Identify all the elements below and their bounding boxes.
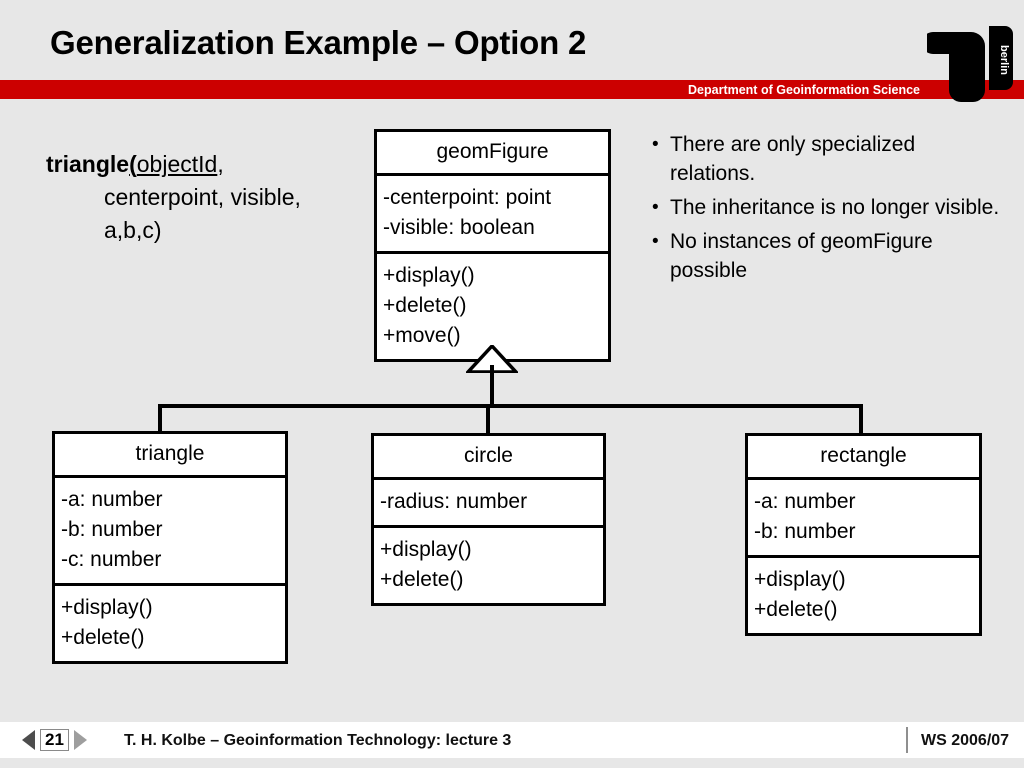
list-item: • No instances of geomFigure possible bbox=[652, 227, 1002, 285]
uml-operations: +display() +delete() +move() bbox=[377, 254, 608, 359]
bullet-icon: • bbox=[652, 231, 659, 252]
instance-objectid: objectId bbox=[136, 151, 218, 177]
uml-operations: +display() +delete() bbox=[374, 528, 603, 603]
uml-class-name: geomFigure bbox=[436, 140, 549, 163]
list-item: • There are only specialized relations. bbox=[652, 130, 1002, 188]
footer-bar bbox=[0, 722, 1024, 758]
footer-divider bbox=[906, 727, 908, 753]
uml-attribute-row: -b: number bbox=[754, 520, 856, 543]
uml-attributes: -a: number -b: number -c: number bbox=[55, 478, 285, 583]
uml-compartment-divider bbox=[374, 525, 603, 528]
uml-operations: +display() +delete() bbox=[748, 558, 979, 633]
uml-operation-row: +display() bbox=[383, 264, 475, 287]
uml-attribute-row: -radius: number bbox=[380, 490, 528, 513]
uml-attribute-row: -visible: boolean bbox=[383, 216, 535, 239]
uml-compartment-divider bbox=[377, 173, 608, 176]
notes-bullet-list: • There are only specialized relations. … bbox=[652, 130, 1002, 290]
uml-operation-row: +delete() bbox=[380, 568, 464, 591]
uml-operation-row: +delete() bbox=[61, 626, 145, 649]
uml-class-geomfigure: geomFigure -centerpoint: point -visible:… bbox=[374, 129, 611, 362]
uml-compartment-divider bbox=[748, 555, 979, 558]
generalization-stem bbox=[490, 365, 494, 407]
uml-compartment-divider bbox=[748, 477, 979, 480]
uml-class-triangle: triangle -a: number -b: number -c: numbe… bbox=[52, 431, 288, 664]
uml-attribute-row: -c: number bbox=[61, 548, 162, 571]
svg-text:berlin: berlin bbox=[998, 45, 1010, 75]
uml-class-name: rectangle bbox=[820, 444, 907, 467]
tu-berlin-logo: berlin bbox=[927, 26, 1013, 102]
uml-attributes: -a: number -b: number bbox=[748, 480, 979, 555]
uml-operation-row: +delete() bbox=[754, 598, 838, 621]
list-item-label: No instances of geomFigure possible bbox=[670, 230, 933, 282]
uml-operation-row: +delete() bbox=[383, 294, 467, 317]
generalization-bus-line bbox=[158, 404, 863, 408]
instance-class-name: triangle bbox=[46, 151, 130, 177]
list-item-label: The inheritance is no longer visible. bbox=[670, 196, 1000, 219]
instance-open-paren: ( bbox=[129, 151, 137, 177]
instance-line2: centerpoint, visible, bbox=[104, 184, 301, 210]
uml-operations: +display() +delete() bbox=[55, 586, 285, 661]
footer-term: WS 2006/07 bbox=[921, 732, 1010, 749]
bullet-icon: • bbox=[652, 197, 659, 218]
uml-compartment-divider bbox=[374, 477, 603, 480]
uml-compartment-divider bbox=[55, 475, 285, 478]
department-label: Department of Geoinformation Science bbox=[688, 83, 920, 97]
instance-line3: a,b,c) bbox=[104, 217, 162, 243]
uml-compartment-divider bbox=[55, 583, 285, 586]
page-title: Generalization Example – Option 2 bbox=[50, 24, 587, 61]
generalization-drop-circle bbox=[486, 404, 490, 436]
list-item: • The inheritance is no longer visible. bbox=[652, 193, 1002, 222]
list-item-label: There are only specialized relations. bbox=[670, 133, 916, 185]
uml-class-name: circle bbox=[463, 444, 513, 467]
bullet-icon: • bbox=[652, 134, 659, 155]
uml-attributes: -centerpoint: point -visible: boolean bbox=[377, 176, 608, 251]
uml-operation-row: +display() bbox=[380, 538, 472, 561]
footer-navigation: 21 bbox=[22, 729, 87, 751]
page-number: 21 bbox=[40, 729, 69, 751]
uml-class-name: triangle bbox=[135, 442, 205, 465]
uml-attribute-row: -a: number bbox=[754, 490, 856, 513]
triangle-right-icon[interactable] bbox=[73, 730, 87, 750]
instance-notation: triangle(objectId, centerpoint, visible,… bbox=[46, 148, 366, 247]
uml-operation-row: +display() bbox=[61, 596, 153, 619]
uml-class-rectangle: rectangle -a: number -b: number +display… bbox=[745, 433, 982, 636]
uml-attribute-row: -b: number bbox=[61, 518, 163, 541]
generalization-drop-rectangle bbox=[859, 404, 863, 436]
footer-credit: T. H. Kolbe – Geoinformation Technology:… bbox=[124, 732, 512, 749]
uml-attribute-row: -centerpoint: point bbox=[383, 186, 552, 209]
uml-attribute-row: -a: number bbox=[61, 488, 163, 511]
uml-class-circle: circle -radius: number +display() +delet… bbox=[371, 433, 606, 606]
uml-attributes: -radius: number bbox=[374, 480, 603, 525]
generalization-drop-triangle bbox=[158, 404, 162, 434]
triangle-left-icon[interactable] bbox=[22, 730, 35, 750]
uml-compartment-divider bbox=[377, 251, 608, 254]
uml-operation-row: +display() bbox=[754, 568, 846, 591]
instance-line1-rest: , bbox=[217, 151, 224, 177]
uml-operation-row: +move() bbox=[383, 324, 461, 347]
header-accent-bar bbox=[0, 80, 1024, 99]
